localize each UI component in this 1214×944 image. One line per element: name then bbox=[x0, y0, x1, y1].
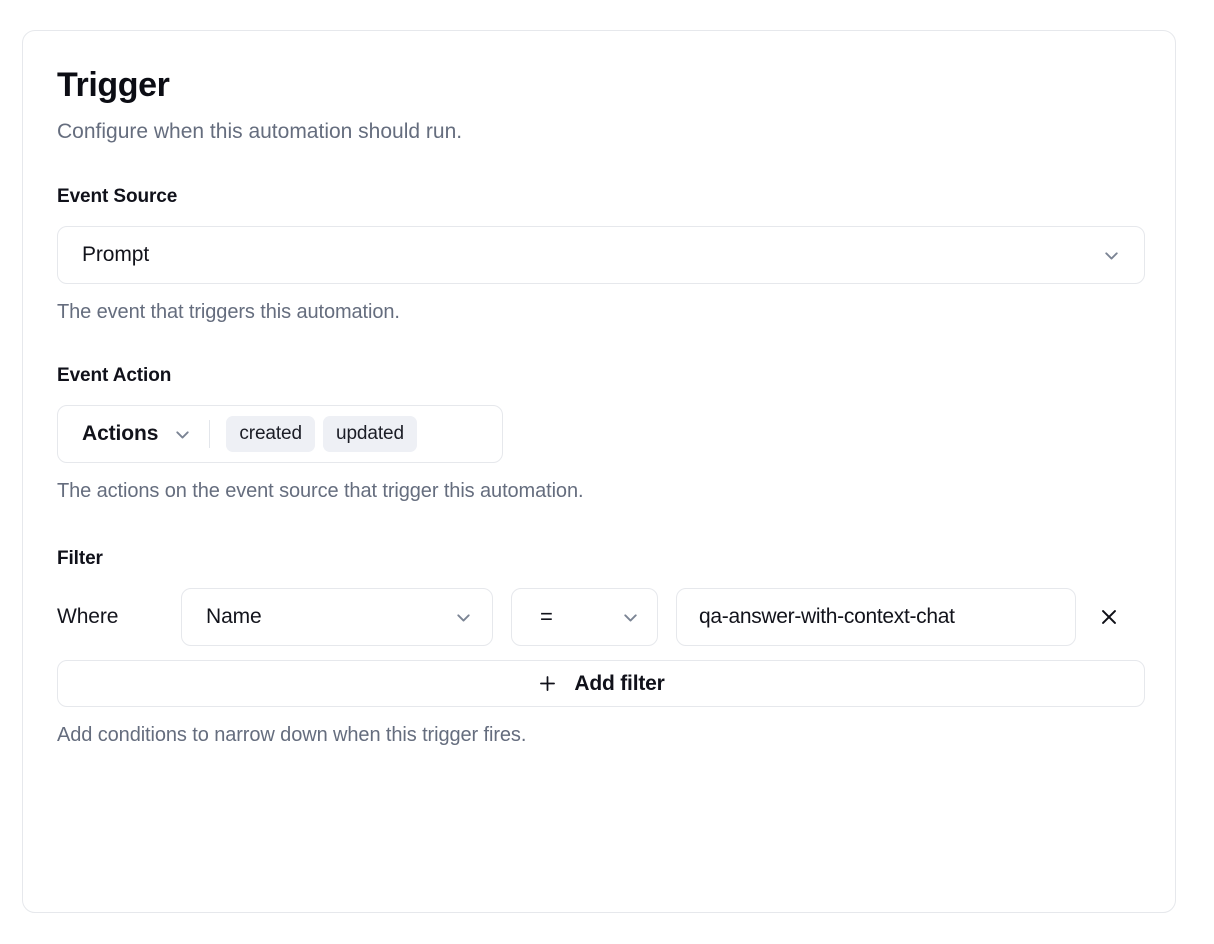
add-filter-button[interactable]: Add filter bbox=[57, 660, 1145, 708]
event-action-trigger[interactable]: Actions bbox=[82, 422, 193, 446]
trigger-card: Trigger Configure when this automation s… bbox=[22, 30, 1176, 913]
event-action-multiselect[interactable]: Actions created updated bbox=[57, 405, 503, 464]
chevron-down-icon bbox=[624, 614, 637, 622]
event-source-select[interactable]: Prompt bbox=[57, 226, 1145, 285]
divider bbox=[209, 420, 211, 449]
event-action-group: Event Action Actions created updated The… bbox=[57, 365, 1141, 503]
remove-filter-button[interactable] bbox=[1086, 594, 1132, 640]
event-source-group: Event Source Prompt The event that trigg… bbox=[57, 186, 1145, 324]
event-action-trigger-label: Actions bbox=[82, 422, 159, 446]
filter-help: Add conditions to narrow down when this … bbox=[57, 724, 527, 747]
event-source-value: Prompt bbox=[82, 243, 150, 267]
filter-field-select[interactable]: Name bbox=[181, 588, 493, 647]
event-source-label: Event Source bbox=[57, 186, 178, 208]
filter-label: Filter bbox=[57, 548, 103, 570]
filter-value-input[interactable] bbox=[699, 605, 1057, 630]
filter-field-value: Name bbox=[206, 605, 262, 629]
filter-row: Where Name = bbox=[57, 588, 1141, 647]
event-action-help: The actions on the event source that tri… bbox=[57, 480, 584, 503]
filter-group: Filter Where Name = bbox=[57, 548, 1145, 747]
event-action-selected-pills: created updated bbox=[226, 416, 417, 453]
plus-icon bbox=[540, 676, 556, 692]
chevron-down-icon bbox=[176, 431, 189, 439]
filter-operator-value: = bbox=[540, 604, 553, 630]
event-source-help: The event that triggers this automation. bbox=[57, 301, 400, 324]
page-subtitle: Configure when this automation should ru… bbox=[57, 120, 463, 144]
page-title: Trigger bbox=[57, 66, 170, 104]
filter-operator-select[interactable]: = bbox=[511, 588, 658, 647]
filter-where-label: Where bbox=[57, 605, 119, 629]
chevron-down-icon bbox=[1105, 252, 1118, 260]
event-action-label: Event Action bbox=[57, 365, 172, 387]
filter-value-field[interactable] bbox=[676, 588, 1076, 647]
action-pill-created[interactable]: created bbox=[226, 416, 315, 453]
close-icon bbox=[1102, 610, 1116, 625]
chevron-down-icon bbox=[457, 614, 470, 622]
action-pill-updated[interactable]: updated bbox=[323, 416, 417, 453]
add-filter-label: Add filter bbox=[574, 671, 665, 695]
